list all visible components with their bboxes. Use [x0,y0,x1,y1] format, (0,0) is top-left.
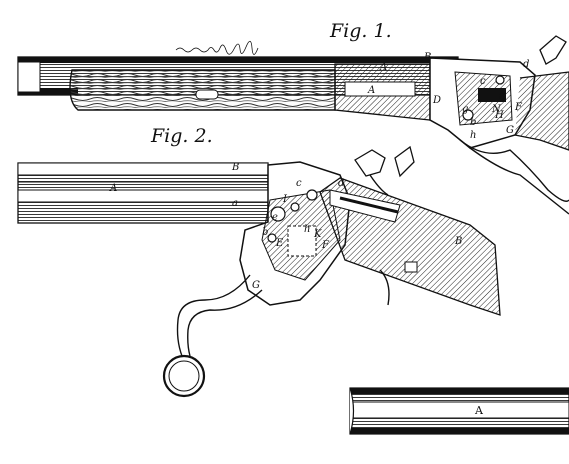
fig2-label-E: E [275,238,284,249]
fig1-hammer [539,35,567,65]
fig2-pin-a [290,202,300,212]
fig2-hammer-link [369,174,389,196]
fig1-label-b: b [470,117,476,128]
figure-1-title: Fig. 1. [329,20,392,42]
detail-bar-top [350,388,569,394]
handwritten-note-mark [175,40,259,55]
fig1-muzzle [17,61,41,93]
detail-bar-bottom [350,428,569,434]
fig1-stock [514,71,569,151]
fig1-bolt [478,88,506,102]
fig2-bore [17,189,269,203]
detail-panel: A [349,387,569,435]
fig2-label-b: b [262,227,268,238]
detail-break-line [349,387,355,435]
fig2-label-h: h [304,224,310,235]
fig2-lever-ring-inner [168,360,200,392]
figure-2-title: Fig. 2. [150,125,213,147]
fig2-label-B-right: B [454,236,462,247]
fig1-label-D: D [432,95,441,106]
fig2-label-a: a [232,198,238,209]
fig1-label-g: g [462,104,468,115]
fig2-label-c: c [296,178,302,189]
detail-bore [351,401,569,419]
fig2-label-A: A [109,183,117,194]
fig1-lever-outer [469,147,569,215]
figure-1: Fig. 1. B A A d c B g N D [17,20,569,215]
fig2-label-d: d [338,178,344,189]
fig1-label-N: N [491,104,502,115]
fig1-pivot [462,109,474,121]
fig1-barrel-top-band [18,57,458,63]
detail-label-A: A [474,404,484,417]
fig1-barrel-band [195,89,219,100]
fig1-label-d: d [523,59,529,70]
fig2-hammer [354,149,386,177]
fig2-label-K: K [313,229,322,240]
fig1-pin [495,75,505,85]
fig1-slot [344,81,416,97]
fig1-label-c: c [480,76,486,87]
fig1-label-h: h [470,130,476,141]
fig2-label-I: I [282,194,288,205]
fig1-label-G: G [506,125,514,136]
fig2-lever-arm [176,274,251,357]
fig2-label-F: F [321,240,330,251]
fig1-label-A-lower: A [367,85,375,96]
fig2-label-e: e [272,212,278,223]
fig1-label-A-upper: A [379,62,387,73]
figure-2: Fig. 2. B A a d c I e [17,125,501,398]
fig2-cartridge-cutaway [287,225,317,257]
fig2-spring-slot [329,189,401,223]
fig2-barrel-top [17,162,269,176]
fig2-hammer-pivot [270,206,286,222]
fig2-window [404,261,418,273]
fig1-label-F: F [514,102,523,113]
fig2-label-B-upper: B [231,162,239,173]
fig2-hammer-spur [394,145,415,178]
fig1-barrel-bottom-band [18,88,78,95]
fig2-label-G: G [252,280,260,291]
fig2-lever-arm-inner [187,289,263,357]
fig1-label-B-upper: B [423,52,431,63]
fig1-lever-guard [459,139,569,202]
fig2-pin-c [306,189,318,201]
fig2-pin-b [267,233,277,243]
fig2-trigger [379,269,390,306]
fig1-label-H: H [494,110,504,121]
fig2-spring [339,196,399,214]
fig1-label-B: B [497,92,505,103]
